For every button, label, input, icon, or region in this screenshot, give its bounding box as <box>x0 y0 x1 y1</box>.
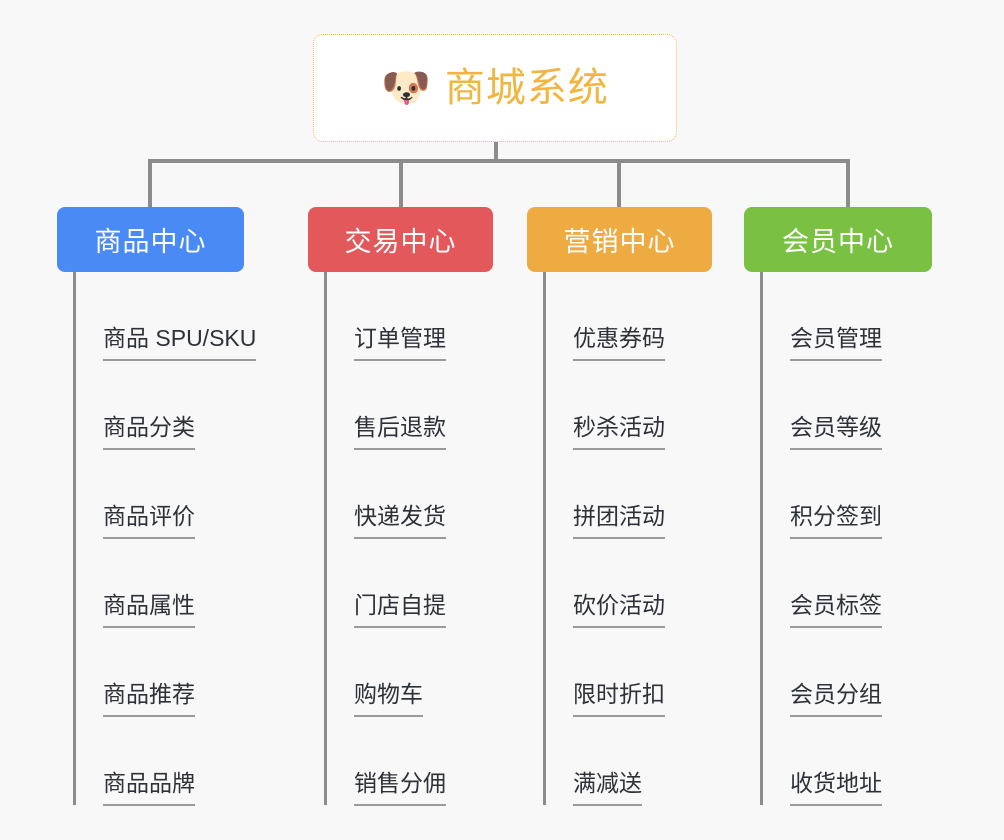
list-item[interactable]: 商品推荐 <box>73 628 244 717</box>
connector-drop-trade-center <box>399 159 403 208</box>
branch-children-product-center: 商品 SPU/SKU 商品分类 商品评价 商品属性 商品推荐 商品品牌 <box>57 272 257 806</box>
list-item-label: 积分签到 <box>790 505 882 539</box>
branch-children-marketing-center: 优惠券码 秒杀活动 拼团活动 砍价活动 限时折扣 满减送 <box>527 272 712 806</box>
branch-header-marketing-center[interactable]: 营销中心 <box>527 207 712 272</box>
list-item-label: 拼团活动 <box>573 505 665 539</box>
connector-root-stem <box>494 142 498 162</box>
list-item[interactable]: 商品品牌 <box>73 717 244 806</box>
list-item[interactable]: 限时折扣 <box>543 628 712 717</box>
branch-children-trade-center: 订单管理 售后退款 快递发货 门店自提 购物车 销售分佣 <box>308 272 493 806</box>
branch-spine-member-center <box>760 272 763 805</box>
list-item[interactable]: 售后退款 <box>324 361 493 450</box>
list-item[interactable]: 订单管理 <box>324 272 493 361</box>
list-item-label: 会员等级 <box>790 416 882 450</box>
list-item-label: 商品分类 <box>103 416 195 450</box>
list-item[interactable]: 会员分组 <box>760 628 932 717</box>
branch-header-trade-center[interactable]: 交易中心 <box>308 207 493 272</box>
connector-drop-member-center <box>846 159 850 208</box>
list-item-label: 秒杀活动 <box>573 416 665 450</box>
connector-drop-marketing-center <box>617 159 621 208</box>
branch-spine-marketing-center <box>543 272 546 805</box>
list-item-label: 商品属性 <box>103 594 195 628</box>
branch-header-product-center[interactable]: 商品中心 <box>57 207 244 272</box>
list-item[interactable]: 会员标签 <box>760 539 932 628</box>
list-item[interactable]: 会员管理 <box>760 272 932 361</box>
list-item[interactable]: 购物车 <box>324 628 493 717</box>
root-node-shop-system[interactable]: 🐶 商城系统 <box>313 34 677 142</box>
list-item-label: 会员标签 <box>790 594 882 628</box>
list-item-label: 优惠券码 <box>573 327 665 361</box>
list-item-label: 会员管理 <box>790 327 882 361</box>
branch-spine-product-center <box>73 272 76 805</box>
list-item-label: 收货地址 <box>790 772 882 806</box>
branch-member-center: 会员中心 会员管理 会员等级 积分签到 会员标签 会员分组 收货地址 <box>744 207 932 806</box>
list-item[interactable]: 门店自提 <box>324 539 493 628</box>
list-item-label: 销售分佣 <box>354 772 446 806</box>
list-item[interactable]: 商品评价 <box>73 450 244 539</box>
branch-spine-trade-center <box>324 272 327 805</box>
connector-horizontal-bus <box>148 159 850 163</box>
list-item-label: 商品推荐 <box>103 683 195 717</box>
list-item-label: 商品品牌 <box>103 772 195 806</box>
branch-trade-center: 交易中心 订单管理 售后退款 快递发货 门店自提 购物车 销售分佣 <box>308 207 493 806</box>
list-item[interactable]: 快递发货 <box>324 450 493 539</box>
branch-children-member-center: 会员管理 会员等级 积分签到 会员标签 会员分组 收货地址 <box>744 272 932 806</box>
root-node-title: 商城系统 <box>444 66 609 110</box>
branch-header-member-center[interactable]: 会员中心 <box>744 207 932 272</box>
list-item[interactable]: 商品 SPU/SKU <box>73 272 257 361</box>
connector-drop-product-center <box>148 159 152 208</box>
list-item-label: 会员分组 <box>790 683 882 717</box>
list-item[interactable]: 砍价活动 <box>543 539 712 628</box>
list-item[interactable]: 收货地址 <box>760 717 932 806</box>
list-item[interactable]: 拼团活动 <box>543 450 712 539</box>
list-item[interactable]: 优惠券码 <box>543 272 712 361</box>
branch-marketing-center: 营销中心 优惠券码 秒杀活动 拼团活动 砍价活动 限时折扣 满减送 <box>527 207 712 806</box>
list-item-label: 限时折扣 <box>573 683 665 717</box>
list-item-label: 售后退款 <box>354 416 446 450</box>
list-item-label: 满减送 <box>573 772 642 806</box>
list-item[interactable]: 秒杀活动 <box>543 361 712 450</box>
list-item[interactable]: 会员等级 <box>760 361 932 450</box>
list-item-label: 商品评价 <box>103 505 195 539</box>
shiba-dog-face-icon: 🐶 <box>381 66 431 110</box>
list-item[interactable]: 积分签到 <box>760 450 932 539</box>
list-item-label: 砍价活动 <box>573 594 665 628</box>
list-item-label: 快递发货 <box>354 505 446 539</box>
list-item[interactable]: 商品属性 <box>73 539 244 628</box>
list-item[interactable]: 满减送 <box>543 717 712 806</box>
list-item-label: 门店自提 <box>354 594 446 628</box>
list-item-label: 商品 SPU/SKU <box>103 327 257 361</box>
list-item[interactable]: 销售分佣 <box>324 717 493 806</box>
list-item-label: 订单管理 <box>354 327 446 361</box>
list-item[interactable]: 商品分类 <box>73 361 244 450</box>
list-item-label: 购物车 <box>354 683 423 717</box>
branch-product-center: 商品中心 商品 SPU/SKU 商品分类 商品评价 商品属性 商品推荐 商品品牌 <box>57 207 257 806</box>
